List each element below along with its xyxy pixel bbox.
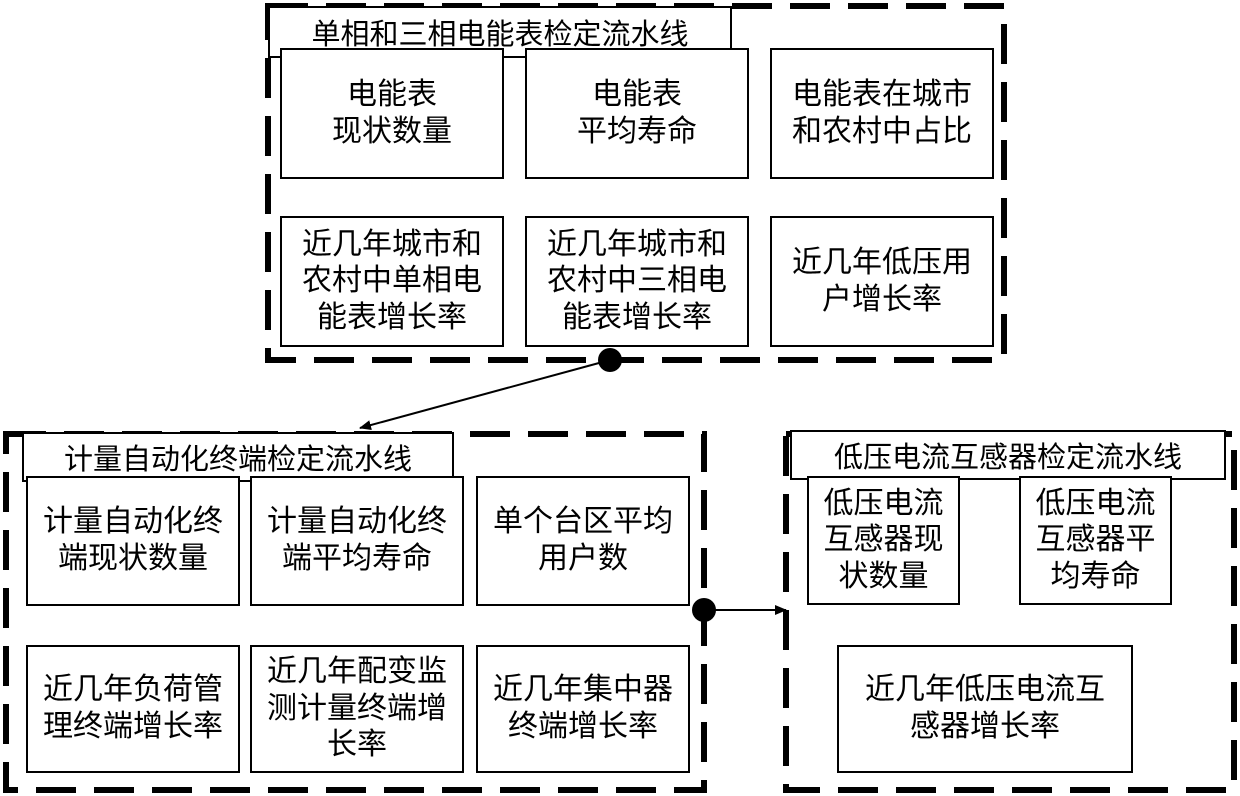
- terminal-group-title: 计量自动化终端检定流水线: [22, 432, 454, 482]
- ct-average-life-box: 低压电流 互感器平 均寿命: [1019, 476, 1172, 605]
- terminal-average-life-box: 计量自动化终 端平均寿命: [250, 476, 464, 606]
- three-phase-growth-box: 近几年城市和 农村中三相电 能表增长率: [525, 216, 749, 347]
- ct-current-count-box: 低压电流 互感器现 状数量: [807, 476, 960, 605]
- meter-average-life-box: 电能表 平均寿命: [525, 48, 749, 179]
- meter-urban-rural-share-box: 电能表在城市 和农村中占比: [770, 48, 994, 179]
- distribution-monitoring-terminal-growth-box: 近几年配变监 测计量终端增 长率: [250, 645, 464, 773]
- single-phase-growth-box: 近几年城市和 农村中单相电 能表增长率: [280, 216, 504, 347]
- area-average-users-box: 单个台区平均 用户数: [476, 476, 690, 606]
- meter-to-terminal-arrow: [359, 359, 611, 430]
- concentrator-terminal-growth-box: 近几年集中器 终端增长率: [476, 645, 690, 773]
- low-voltage-user-growth-box: 近几年低压用 户增长率: [770, 216, 994, 347]
- ct-group-title: 低压电流互感器检定流水线: [790, 430, 1226, 480]
- terminal-current-count-box: 计量自动化终 端现状数量: [26, 476, 240, 606]
- ct-growth-box: 近几年低压电流互 感器增长率: [837, 645, 1133, 773]
- load-management-terminal-growth-box: 近几年负荷管 理终端增长率: [26, 645, 240, 773]
- meter-current-count-box: 电能表 现状数量: [280, 48, 504, 179]
